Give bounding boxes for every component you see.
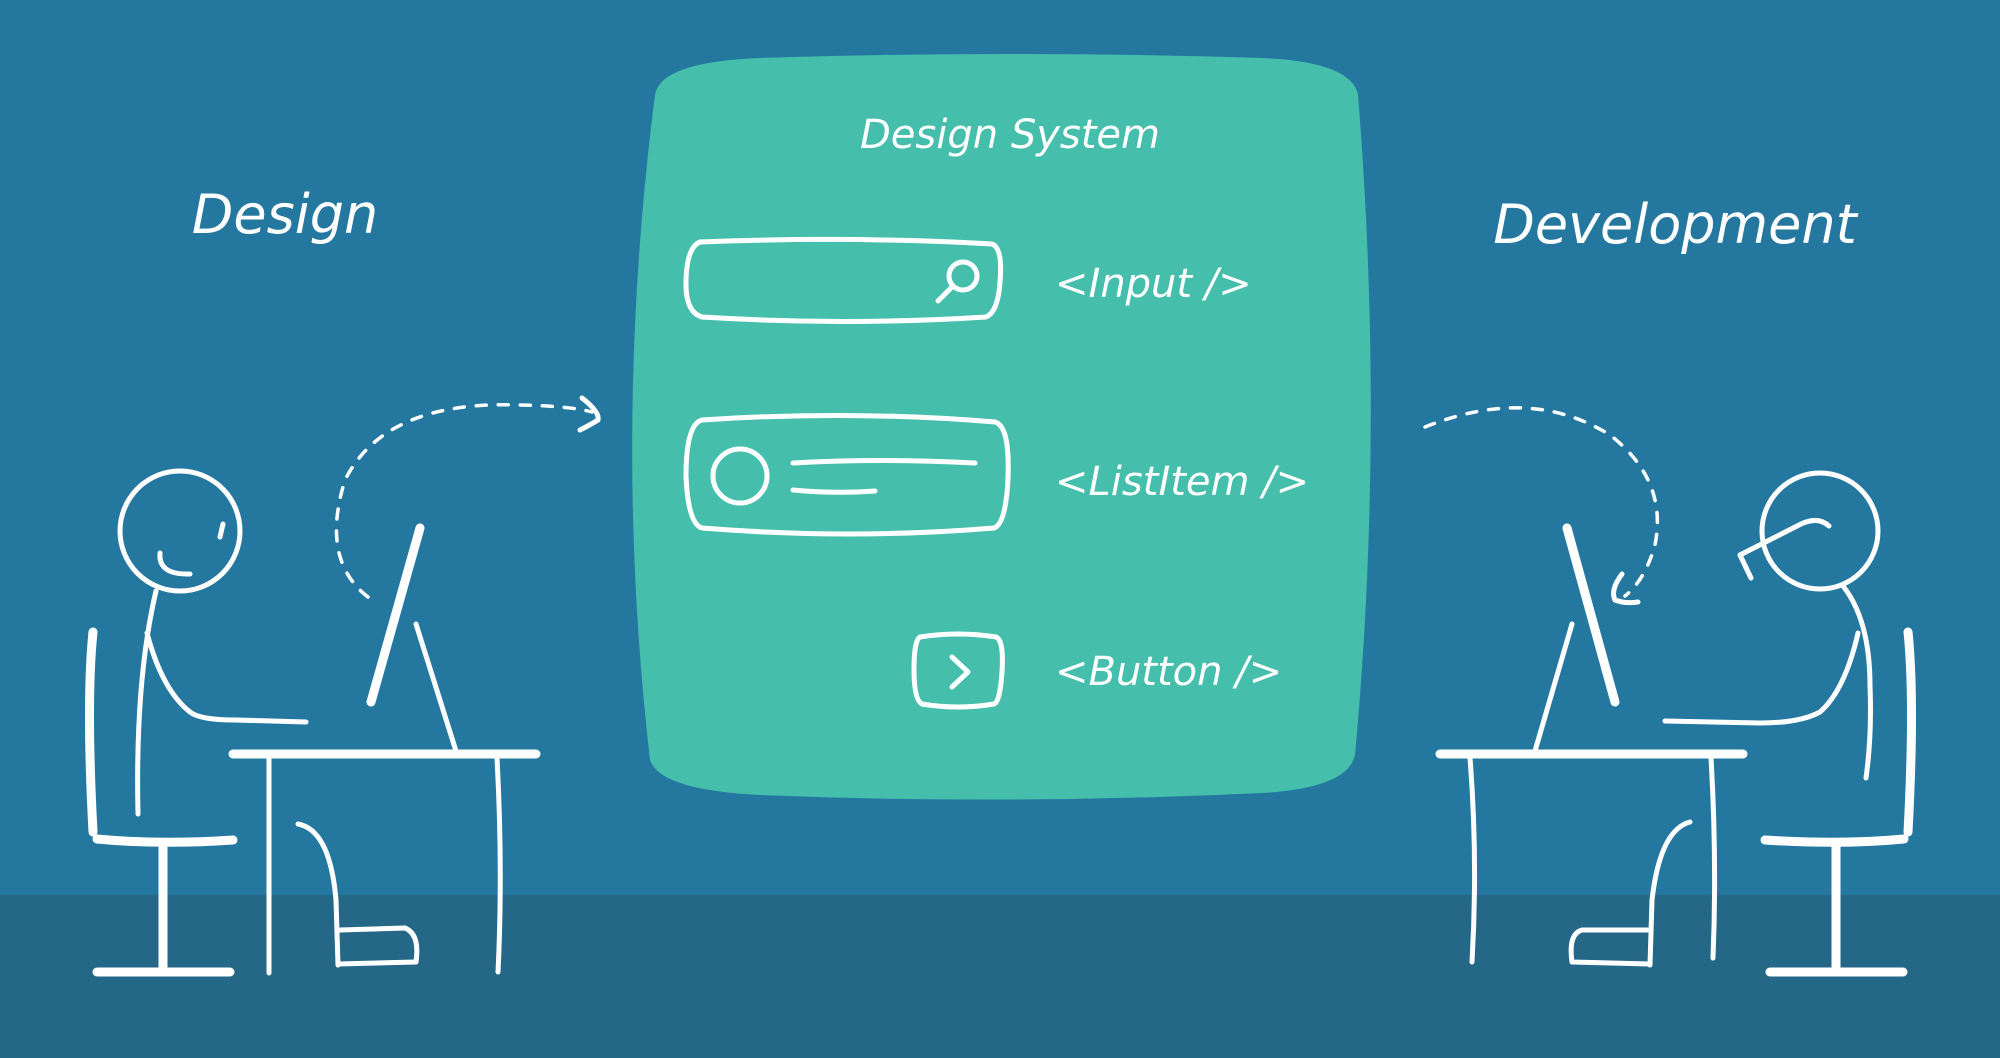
design-label: Design (192, 183, 378, 246)
developer-laptop-icon (1532, 523, 1620, 754)
floor (0, 895, 2000, 1058)
designer-figure (117, 468, 420, 968)
designer-arrow (334, 395, 601, 599)
circle-avatar-icon (710, 446, 770, 506)
developer-desk (1435, 749, 1748, 965)
developer-figure (1568, 470, 1881, 968)
button-component-sketch (911, 631, 1005, 710)
list-item-component-label: <ListItem /> (1055, 459, 1309, 505)
search-icon (935, 259, 980, 304)
developer-arrow (1423, 406, 1660, 606)
list-item-component-sketch (683, 412, 1011, 537)
chevron-right-icon (949, 654, 971, 690)
input-component-label: <Input /> (1055, 261, 1252, 307)
designer-chair (85, 627, 238, 977)
design-system-title: Design System (860, 112, 1160, 158)
input-component-sketch (683, 236, 1004, 324)
designer-laptop-icon (366, 523, 459, 754)
development-label: Development (1493, 193, 1858, 256)
button-component-label: <Button /> (1055, 649, 1282, 695)
developer-chair (1760, 627, 1916, 977)
designer-desk (228, 749, 541, 976)
